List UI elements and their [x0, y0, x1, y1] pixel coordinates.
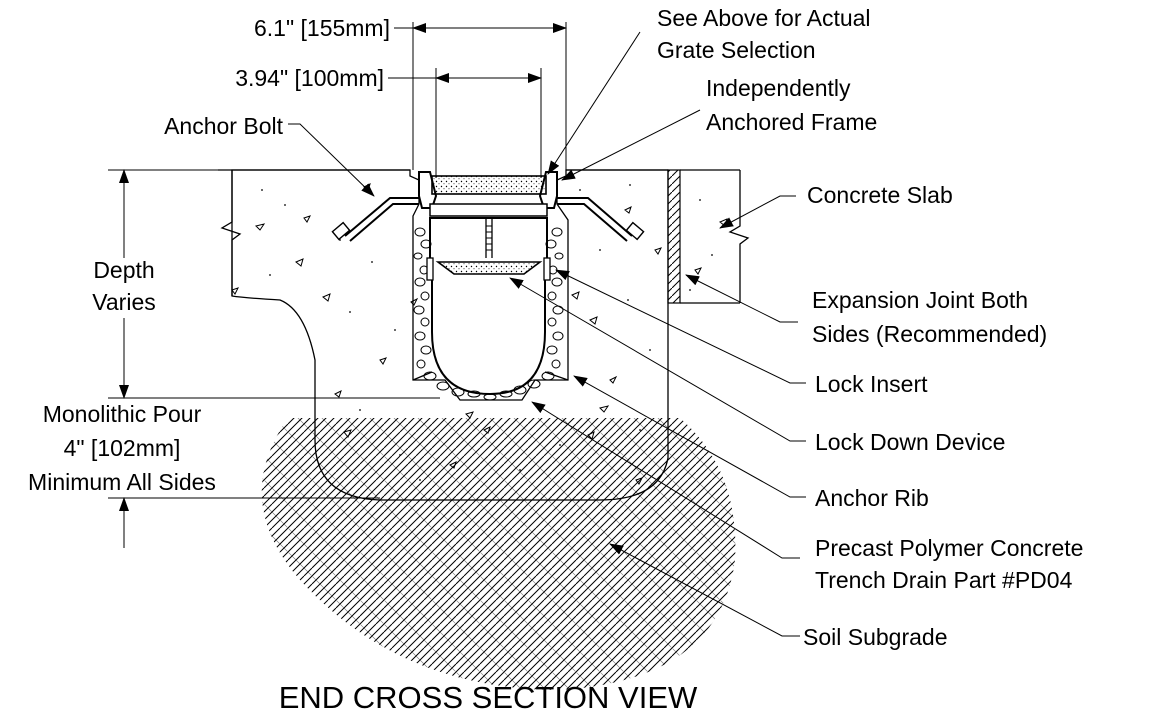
concrete-slab-label: Concrete Slab — [807, 182, 953, 208]
expansion-label-line2: Sides (Recommended) — [812, 321, 1047, 347]
depth-label-line1: Depth — [93, 257, 154, 283]
pour-label-line3: Minimum All Sides — [28, 469, 216, 495]
lock-down-label: Lock Down Device — [815, 429, 1005, 455]
dim-155-label: 6.1" [155mm] — [254, 15, 390, 41]
anchor-bolts — [331, 197, 645, 242]
frame-label-line2: Anchored Frame — [706, 109, 877, 135]
depth-label-line2: Varies — [92, 289, 156, 315]
view-title: END CROSS SECTION VIEW — [279, 680, 698, 713]
precast-label-line2: Trench Drain Part #PD04 — [815, 567, 1073, 593]
anchor-bolt-label: Anchor Bolt — [164, 113, 284, 139]
lock-insert — [426, 257, 551, 281]
labels: 6.1" [155mm] 3.94" [100mm] See Above for… — [28, 5, 1083, 713]
expansion-label-line1: Expansion Joint Both — [812, 287, 1028, 313]
soil-label: Soil Subgrade — [803, 624, 948, 650]
grate-label-line2: Grate Selection — [657, 37, 816, 63]
precast-label-line1: Precast Polymer Concrete — [815, 535, 1083, 561]
expansion-joint — [667, 169, 681, 304]
frame-label-line1: Independently — [706, 75, 851, 101]
pour-label-line2: 4" [102mm] — [64, 435, 181, 461]
soil-subgrade — [261, 418, 736, 690]
grate — [431, 175, 547, 195]
leader-lines — [288, 31, 806, 637]
dimension-lines — [108, 22, 567, 548]
dim-100-label: 3.94" [100mm] — [235, 65, 384, 91]
lock-insert-label: Lock Insert — [815, 371, 928, 397]
anchored-frame — [418, 171, 558, 217]
anchor-rib-label: Anchor Rib — [815, 485, 929, 511]
pour-label-line1: Monolithic Pour — [43, 401, 202, 427]
grate-label-line1: See Above for Actual — [657, 5, 871, 31]
trench-drain-body — [412, 217, 569, 401]
